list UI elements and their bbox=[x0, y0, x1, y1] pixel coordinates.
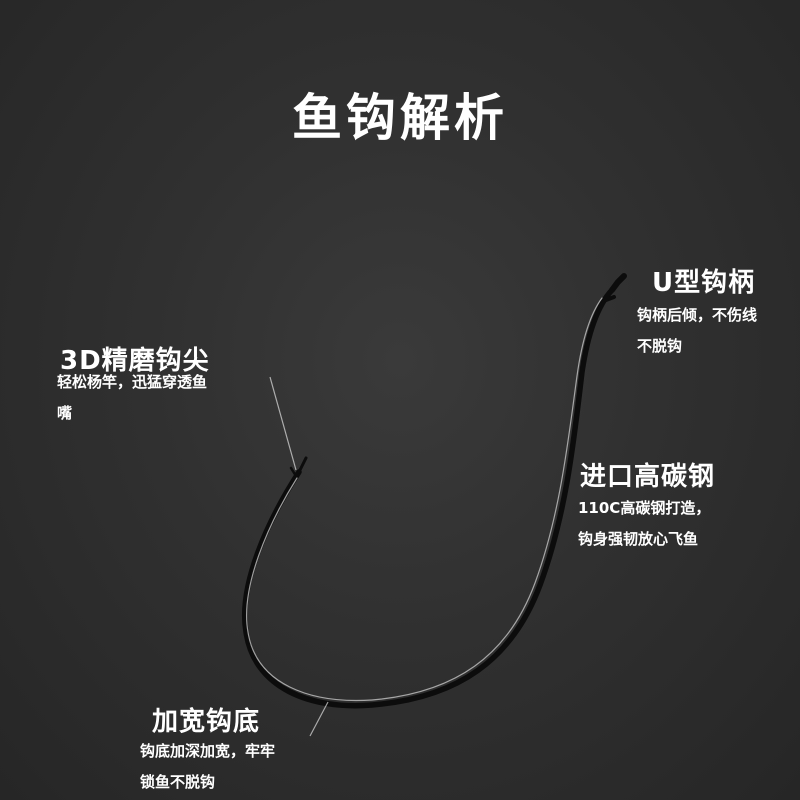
point-desc-line1: 轻松杨竿，迅猛穿透鱼 bbox=[57, 373, 208, 391]
steel-heading: 进口高碳钢 bbox=[580, 462, 716, 492]
point-heading: 3D精磨钩尖 bbox=[60, 346, 210, 376]
shank-desc-line2: 不脱钩 bbox=[637, 337, 683, 355]
hook-body bbox=[242, 273, 627, 709]
leader-line-point bbox=[60, 376, 297, 471]
bend-heading: 加宽钩底 bbox=[152, 707, 261, 737]
steel-desc-line2: 钩身强韧放心飞鱼 bbox=[578, 530, 699, 548]
bend-desc-line2: 锁鱼不脱钩 bbox=[140, 773, 216, 791]
bend-desc-line1: 钩底加深加宽，牢牢 bbox=[140, 742, 276, 760]
point-desc-line2: 嘴 bbox=[57, 404, 73, 422]
steel-desc-line1: 110C高碳钢打造， bbox=[578, 499, 711, 517]
shank-heading: U型钩柄 bbox=[652, 268, 756, 298]
leader-line-bend bbox=[150, 701, 329, 737]
shank-desc-line1: 钩柄后倾，不伤线 bbox=[637, 306, 758, 324]
page-title: 鱼钩解析 bbox=[292, 89, 508, 147]
